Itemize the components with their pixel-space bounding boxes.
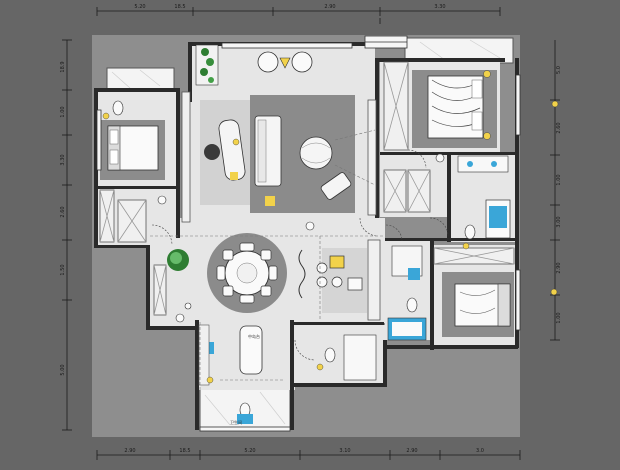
plant-icon xyxy=(195,44,219,86)
armchair-icon xyxy=(291,51,313,73)
bathtub-icon xyxy=(387,317,427,341)
dim-left-4: 2.60 xyxy=(60,206,66,217)
dim-top-1: 5.20 xyxy=(134,4,145,10)
dim-right-2: 2.60 xyxy=(556,122,562,133)
sofa-icon xyxy=(254,115,282,187)
cabinet-living-left xyxy=(181,91,191,223)
window-icon xyxy=(515,269,521,331)
lamp-icon xyxy=(102,70,559,384)
dimension-lines xyxy=(62,7,560,460)
lamp-icon xyxy=(279,57,291,69)
bed-icon xyxy=(427,75,484,139)
kitchen-counter xyxy=(198,324,210,386)
circulation-lines xyxy=(150,129,385,390)
kitchen-island-label: 中岛台 xyxy=(248,333,260,339)
cabinet-dining-right xyxy=(367,239,381,321)
sink-icon xyxy=(457,155,509,173)
window-icon xyxy=(221,42,353,49)
bathroom-bottom-label: 卫生间 xyxy=(230,419,242,425)
window-icon xyxy=(515,74,521,136)
dim-top-3: 2.90 xyxy=(324,4,335,10)
sink-icon xyxy=(343,334,377,381)
toilet-icon xyxy=(112,100,124,116)
dim-bottom-4: 3.10 xyxy=(339,448,350,454)
dim-right-3: 1.00 xyxy=(556,174,562,185)
dim-left-5: 1.50 xyxy=(60,264,66,275)
side-table xyxy=(265,196,275,206)
dim-right-1: 5.0 xyxy=(556,66,562,74)
kitchen-island xyxy=(239,325,263,375)
wardrobes xyxy=(99,61,515,321)
dim-left-6: 5.00 xyxy=(60,364,66,375)
bathtub-icon xyxy=(485,199,511,239)
balcony-top-left xyxy=(106,67,175,91)
toilet-icon xyxy=(237,402,253,424)
dim-top-2: 18.5 xyxy=(174,4,185,10)
window-icon xyxy=(96,109,102,171)
dim-left-3: 3.30 xyxy=(60,154,66,165)
dimension-labels: 5.20 18.5 2.90 3.30 2.90 18.5 5.20 3.10 … xyxy=(60,4,562,454)
toilet-icon xyxy=(406,297,418,313)
armchair-icon xyxy=(320,172,352,200)
coffee-table xyxy=(299,136,333,170)
dim-top-4: 3.30 xyxy=(434,4,445,10)
dim-left-2: 1.00 xyxy=(60,106,66,117)
bed-icon xyxy=(107,125,159,171)
walls xyxy=(94,42,519,430)
door-swing-icon xyxy=(151,149,449,361)
furniture: 中岛台 xyxy=(102,44,559,425)
person-figure xyxy=(157,153,445,323)
dining-table-icon xyxy=(216,242,278,304)
dim-bottom-5: 2.90 xyxy=(406,448,417,454)
dim-bottom-6: 3.0 xyxy=(476,448,484,454)
cabinet-living-right xyxy=(367,99,377,216)
sink-icon xyxy=(391,245,423,280)
toilet-icon xyxy=(464,224,476,240)
dim-bottom-2: 18.5 xyxy=(179,448,190,454)
toilet-icon xyxy=(324,347,336,363)
dim-left-1: 18.9 xyxy=(60,61,66,72)
decor-wave xyxy=(298,249,306,299)
armchair-icon xyxy=(204,144,220,160)
dim-right-4: 3.00 xyxy=(556,216,562,227)
dim-bottom-3: 5.20 xyxy=(244,448,255,454)
side-table xyxy=(230,172,238,180)
plant-icon xyxy=(167,249,189,271)
dim-bottom-1: 2.90 xyxy=(124,448,135,454)
windows xyxy=(96,35,521,432)
bed-icon xyxy=(454,283,511,327)
dim-right-6: 1.00 xyxy=(556,312,562,323)
dim-right-5: 2.90 xyxy=(556,262,562,273)
window-icon xyxy=(199,426,291,432)
bar-stools xyxy=(316,255,363,291)
armchair-icon xyxy=(257,51,279,73)
